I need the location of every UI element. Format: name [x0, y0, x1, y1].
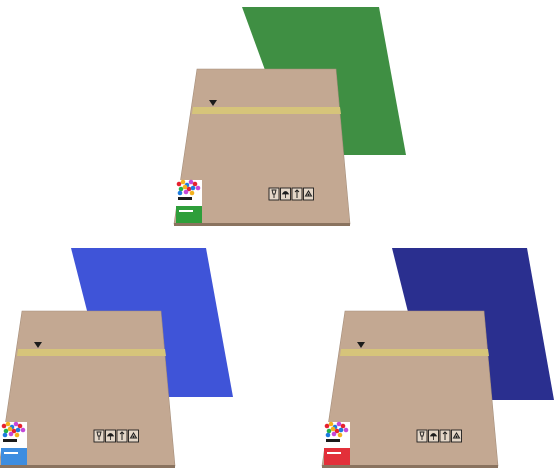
stamp-dot — [177, 182, 182, 187]
stamp-dot — [344, 428, 349, 433]
stamp-dot — [9, 432, 14, 437]
label-text-line — [178, 197, 192, 200]
label-color-band — [324, 448, 350, 465]
envelope-bottom-edge — [174, 223, 350, 226]
stamp-dot — [338, 433, 343, 438]
stamp-dot — [184, 190, 189, 195]
envelope-bottom-edge — [0, 465, 175, 468]
stamp-dot — [21, 428, 26, 433]
envelope-bottom-edge — [322, 465, 498, 468]
package-green — [174, 7, 406, 226]
package-navy — [322, 248, 554, 468]
stamp-dot — [8, 427, 13, 432]
label-band-line — [179, 210, 193, 212]
stamp-dot — [332, 432, 337, 437]
stamp-dot — [14, 422, 19, 427]
label-band-line — [4, 452, 18, 454]
stamp-dot — [4, 429, 9, 434]
tape-strip — [17, 349, 166, 356]
label-text-line — [326, 439, 340, 442]
stamp-dot — [339, 428, 344, 433]
stamp-dot — [325, 424, 330, 429]
stamp-dot — [191, 186, 196, 191]
stamp-dot — [16, 428, 21, 433]
stamp-dot — [337, 422, 342, 427]
stamp-dot — [3, 433, 8, 438]
stamp-dot — [341, 424, 346, 429]
postage-label — [176, 180, 202, 223]
tape-strip — [340, 349, 489, 356]
stamp-dot — [181, 180, 186, 185]
label-text-line — [3, 439, 17, 442]
stamp-dot — [183, 185, 188, 190]
stamp-dot — [329, 422, 334, 427]
stamp-dot — [6, 422, 11, 427]
tape-strip — [192, 107, 341, 114]
stamp-dot — [15, 433, 20, 438]
label-color-band — [176, 206, 202, 223]
stamp-dot — [196, 186, 201, 191]
label-color-band — [1, 448, 27, 465]
stamp-dot — [18, 424, 23, 429]
stamp-dot — [189, 180, 194, 185]
label-band-line — [327, 452, 341, 454]
stamp-dot — [326, 433, 331, 438]
stamp-dot — [179, 187, 184, 192]
stamp-dot — [178, 191, 183, 196]
stamp-dot — [2, 424, 7, 429]
postage-label — [324, 422, 350, 465]
stamp-dot — [331, 427, 336, 432]
package-blue — [0, 248, 233, 468]
stamp-dot — [193, 182, 198, 187]
postage-label — [1, 422, 27, 465]
stamp-dot — [190, 191, 195, 196]
stamp-dot — [327, 429, 332, 434]
